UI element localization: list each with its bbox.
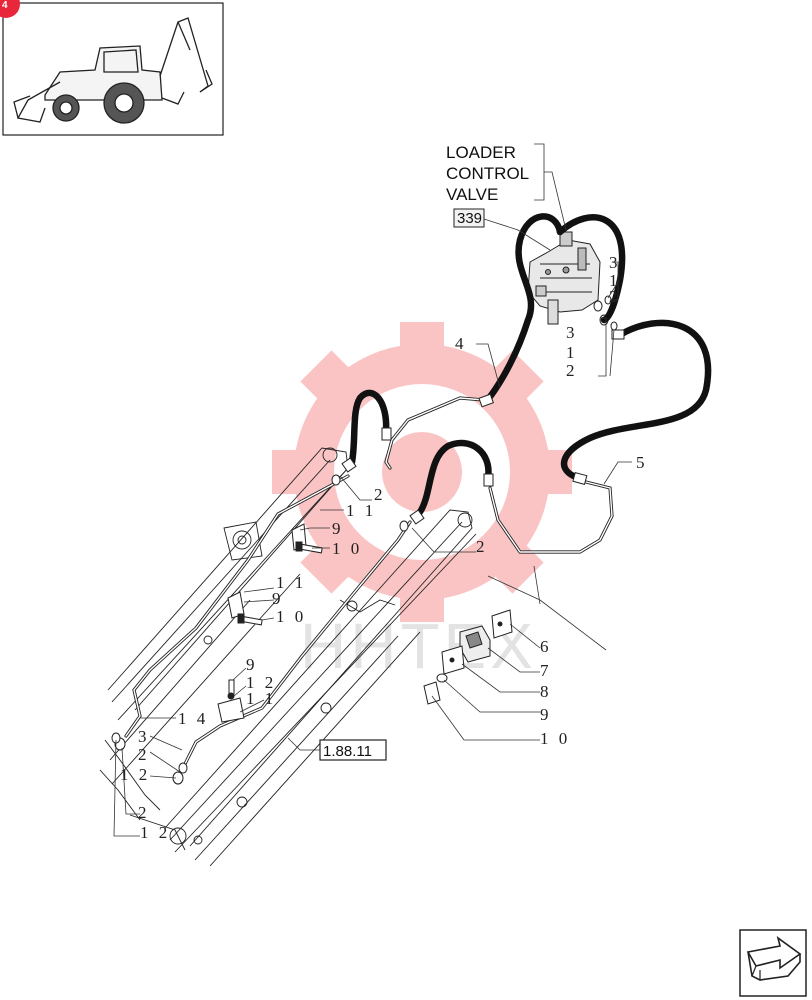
callout-14: 1 4 — [178, 709, 208, 728]
callout-valve-3b: 3 — [566, 323, 578, 342]
next-page-arrow-icon[interactable] — [739, 929, 807, 997]
callout-valve-3: 3 — [609, 253, 621, 272]
title-bracket — [534, 143, 567, 231]
callout-2-bottom: 2 — [138, 803, 150, 822]
callout-9-low: 9 — [246, 655, 258, 674]
callout-10-mid: 1 0 — [276, 607, 306, 626]
callout-2-upper: 2 — [374, 485, 386, 504]
clamp-assembly-exploded — [423, 609, 513, 705]
callout-9-mid: 9 — [272, 589, 284, 608]
callout-2-mid: 2 — [476, 537, 488, 556]
page-marker-text: 4 — [2, 0, 8, 11]
callout-9-upper: 9 — [332, 519, 344, 538]
valve-ref-leader — [483, 218, 551, 251]
callout-valve-2b: 2 — [566, 361, 578, 380]
callout-10-upper: 1 0 — [332, 539, 362, 558]
callout-12-low: 1 2 — [246, 673, 276, 692]
rigid-tubes — [124, 396, 614, 768]
callout-5: 5 — [636, 453, 648, 472]
valve-title-line-2: CONTROL — [446, 164, 529, 183]
callout-valve-2: 2 — [609, 287, 621, 306]
loader-arm-frame — [99, 447, 477, 867]
gear-watermark-icon — [272, 322, 572, 622]
callout-valve-1b: 1 — [566, 343, 578, 362]
callout-6: 6 — [540, 637, 552, 656]
loader-control-valve — [527, 231, 618, 331]
callout-12-bottom: 1 2 — [140, 823, 170, 842]
backhoe-loader-icon — [13, 17, 213, 124]
valve-title-line-3: VALVE — [446, 185, 498, 204]
callout-11-upper: 1 1 — [346, 501, 376, 520]
callout-10-clamp: 1 0 — [540, 729, 570, 748]
callout-11-mid: 1 1 — [276, 573, 306, 592]
callout-valve-1: 1 — [609, 271, 621, 290]
valve-ref-box — [453, 208, 485, 228]
hose-fittings — [111, 329, 625, 785]
callout-2-low: 2 — [138, 745, 150, 764]
page-reference-link[interactable]: 1.88.11 — [323, 743, 372, 760]
page-reference-leader — [287, 737, 320, 751]
callout-7: 7 — [540, 661, 552, 680]
valve-title-line-1: LOADER — [446, 143, 516, 162]
callout-4: 4 — [455, 334, 467, 353]
callout-9-clamp: 9 — [540, 705, 552, 724]
page-marker-badge — [0, 0, 20, 18]
callout-12-left: 1 2 — [120, 765, 150, 784]
callout-3-low: 3 — [138, 727, 150, 746]
hydraulic-hoses — [348, 213, 712, 516]
valve-ref-number: 339 — [457, 210, 482, 227]
callout-leaders — [113, 261, 632, 837]
arm-clamps — [217, 523, 323, 723]
callout-11-low: 1 1 — [246, 689, 276, 708]
callout-8: 8 — [540, 682, 552, 701]
